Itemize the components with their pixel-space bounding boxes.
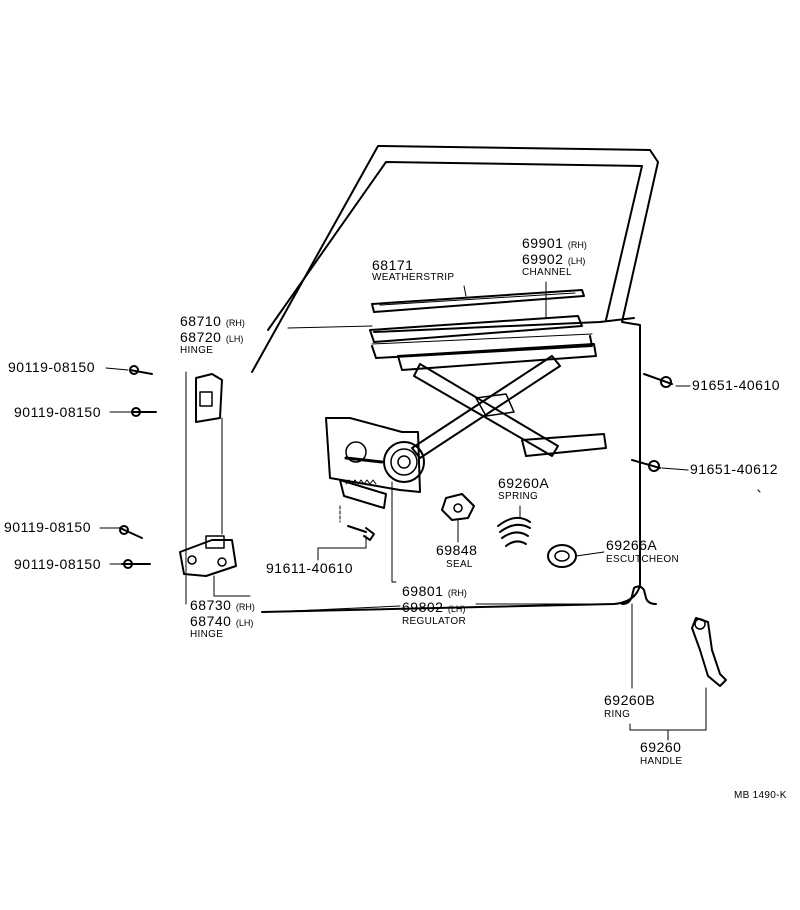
regulator-label-rh: 69801 (RH) xyxy=(402,584,467,600)
channel-label-lh: 69902 (LH) xyxy=(522,252,585,268)
weatherstrip-number: 68171 xyxy=(372,257,414,273)
bolt-left-3 xyxy=(119,525,143,539)
regulator-label-lh: 69802 (LH) xyxy=(402,600,465,616)
upper-hinge-label-rh: 68710 (RH) xyxy=(180,314,245,330)
lower-hinge-name: HINGE xyxy=(190,629,224,640)
upper-hinge-label-lh: 68720 (LH) xyxy=(180,330,243,346)
lower-hinge-rh: (RH) xyxy=(235,602,255,612)
channel-rh: (RH) xyxy=(567,240,587,250)
bolt-left-1-label: 90119-08150 xyxy=(8,359,95,375)
window-handle xyxy=(691,617,727,687)
sector-gear xyxy=(339,479,387,509)
door-frame-inner xyxy=(267,161,643,331)
channel-part xyxy=(369,315,583,343)
seal-number: 69848 xyxy=(436,542,478,558)
ring-number: 69260B xyxy=(604,692,656,708)
regulator-gear xyxy=(383,441,425,483)
regulator-lh: (LH) xyxy=(447,604,466,614)
regulator-rail-lower xyxy=(521,433,607,457)
door-frame-outer xyxy=(251,145,659,613)
bolt-left-4 xyxy=(121,559,151,569)
bolt-left-4-label: 90119-08150 xyxy=(14,556,101,572)
bolt-right-1-label: 91651-40610 xyxy=(692,377,781,393)
bolt-right-2-label: 91651-40612 xyxy=(690,461,779,477)
bolt-left-1 xyxy=(129,365,153,375)
bolt-left-3-label: 90119-08150 xyxy=(4,519,91,535)
weatherstrip-part xyxy=(371,289,585,313)
upper-hinge-rh: (RH) xyxy=(225,318,245,328)
ring-clip xyxy=(621,585,657,605)
bolt-left-2 xyxy=(131,407,157,417)
bolt-right-2 xyxy=(631,459,661,472)
channel-name: CHANNEL xyxy=(522,267,572,278)
lower-hinge-number-rh: 68730 xyxy=(190,597,232,613)
lower-hinge-lh: (LH) xyxy=(235,618,254,628)
lower-hinge-part xyxy=(179,539,237,577)
bolt-right-1 xyxy=(643,373,673,388)
channel-number-rh: 69901 xyxy=(522,235,564,251)
handle-name: HANDLE xyxy=(640,756,683,767)
upper-hinge-name: HINGE xyxy=(180,345,214,356)
handle-number: 69260 xyxy=(640,739,682,755)
weatherstrip-name: WEATHERSTRIP xyxy=(372,272,455,283)
lower-hinge-label-rh: 68730 (RH) xyxy=(190,598,255,614)
spring-number: 69260A xyxy=(498,475,550,491)
regulator-arm-a xyxy=(413,363,559,457)
bolt-left-2-label: 90119-08150 xyxy=(14,404,101,420)
regulator-bolt-label: 91611-40610 xyxy=(266,560,353,576)
channel-number-lh: 69902 xyxy=(522,251,564,267)
regulator-name: REGULATOR xyxy=(402,616,467,627)
channel-label: 69901 (RH) xyxy=(522,236,587,252)
upper-hinge-number-lh: 68720 xyxy=(180,329,222,345)
channel-lh: (LH) xyxy=(567,256,586,266)
regulator-bolt xyxy=(347,525,375,541)
diagram-code: MB 1490-K xyxy=(734,790,787,801)
upper-hinge-lh: (LH) xyxy=(225,334,244,344)
escutcheon-name: ESCUTCHEON xyxy=(606,554,680,565)
escutcheon-part xyxy=(547,544,577,568)
upper-hinge-part xyxy=(195,373,223,423)
regulator-arm-b xyxy=(411,355,561,459)
spring-name: SPRING xyxy=(498,491,539,502)
regulator-rh: (RH) xyxy=(447,588,467,598)
seal-nut xyxy=(441,493,475,521)
lower-hinge-label-lh: 68740 (LH) xyxy=(190,614,253,630)
ring-name: RING xyxy=(604,709,631,720)
spring-part xyxy=(497,516,531,547)
upper-hinge-number-rh: 68710 xyxy=(180,313,222,329)
lower-hinge-number-lh: 68740 xyxy=(190,613,232,629)
regulator-rail-upper xyxy=(397,343,597,371)
seal-name: SEAL xyxy=(446,559,473,570)
escutcheon-number: 69266A xyxy=(606,537,658,553)
regulator-number-lh: 69802 xyxy=(402,599,444,615)
regulator-number-rh: 69801 xyxy=(402,583,444,599)
